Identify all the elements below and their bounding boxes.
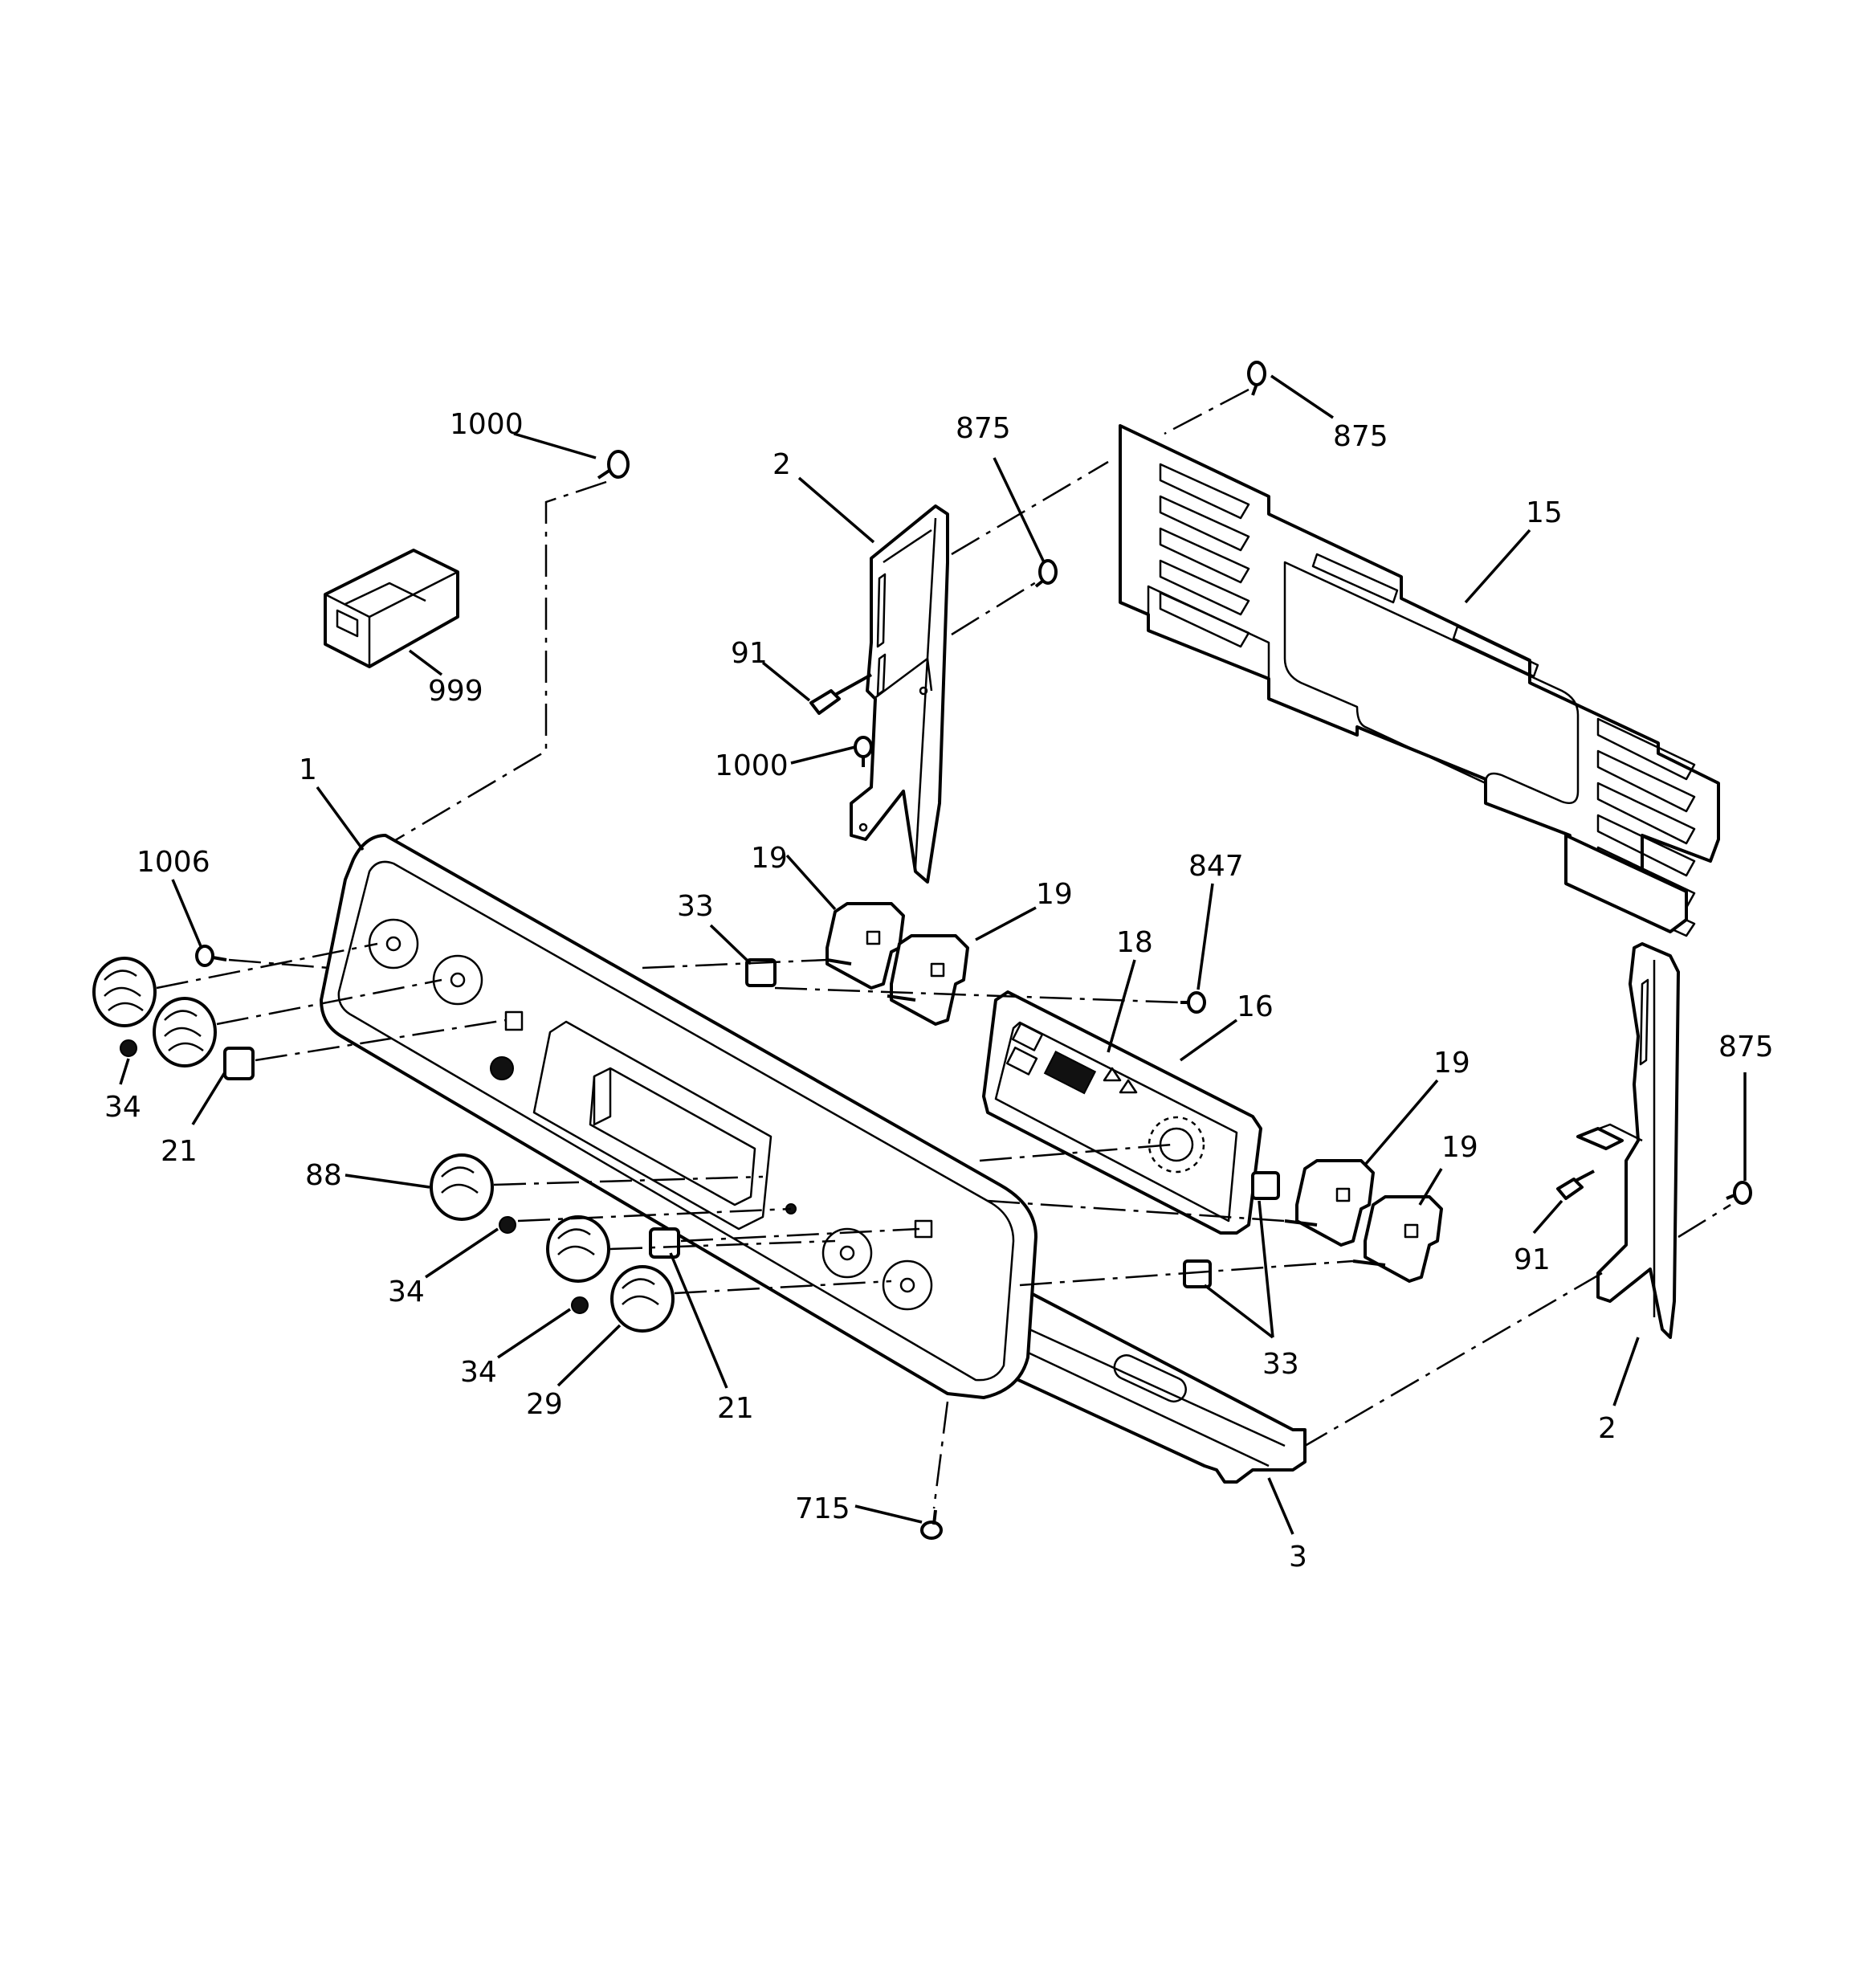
part-15-rear-panel xyxy=(1119,424,1720,937)
callout-19-c: 19 xyxy=(1433,1047,1470,1080)
screw-847 xyxy=(1180,991,1206,1014)
callout-15: 15 xyxy=(1526,496,1563,529)
part-91-clip-right xyxy=(1556,1170,1595,1200)
screw-875-top xyxy=(1247,361,1266,396)
part-16-control-board xyxy=(982,990,1262,1235)
knob-right-1 xyxy=(546,1215,610,1283)
screw-715 xyxy=(920,1509,943,1540)
part-34-spring-b xyxy=(499,1216,516,1234)
callout-847: 847 xyxy=(1188,850,1244,883)
part-19-switch-b xyxy=(887,934,969,1026)
callout-21-left: 21 xyxy=(161,1135,198,1168)
callout-34-low: 34 xyxy=(460,1356,497,1389)
dash-1006 xyxy=(228,958,330,970)
callout-875-right: 875 xyxy=(1718,1031,1774,1063)
dash-sw21r xyxy=(680,1227,920,1243)
callout-33-right: 33 xyxy=(1262,1348,1299,1381)
dash-bracket-to-panel-top xyxy=(951,460,1109,556)
dash-1000-to-panel xyxy=(365,480,607,859)
knob-left-1 xyxy=(92,957,157,1027)
callout-34-mid: 34 xyxy=(388,1276,425,1308)
dash-715 xyxy=(932,1401,949,1509)
dash-bracket-to-panel-mid xyxy=(951,581,1037,636)
callout-29: 29 xyxy=(526,1388,563,1421)
dash-knob2 xyxy=(216,978,442,1026)
callout-2-left: 2 xyxy=(773,448,791,481)
part-34-spring-a xyxy=(120,1039,137,1057)
callout-34-left: 34 xyxy=(104,1091,141,1124)
dash-board xyxy=(979,1143,1173,1162)
part-2-right-bracket xyxy=(1576,942,1680,1339)
right-control-zone xyxy=(785,1203,933,1311)
dash-875-to-panel xyxy=(1164,388,1249,435)
callout-1: 1 xyxy=(299,753,317,786)
callout-3: 3 xyxy=(1289,1541,1307,1574)
dash-bracket-to-trim xyxy=(1304,1272,1603,1447)
part-999-box xyxy=(324,549,459,668)
screw-875-mid xyxy=(1034,559,1058,588)
dash-sw19c xyxy=(987,1199,1286,1223)
callout-labels: 1000 999 2 875 875 15 91 1000 1 1006 34 … xyxy=(104,408,1774,1574)
part-1-control-panel xyxy=(320,834,1037,1399)
callout-19-a: 19 xyxy=(751,842,788,875)
part-21-switch-right xyxy=(649,1227,680,1259)
knob-left-2 xyxy=(153,997,217,1067)
callout-715: 715 xyxy=(795,1492,850,1525)
knob-29 xyxy=(610,1265,675,1333)
screw-1000-top xyxy=(597,450,630,480)
callout-91-left: 91 xyxy=(731,637,768,670)
display-window xyxy=(532,1020,773,1231)
callout-875-a: 875 xyxy=(956,412,1011,445)
part-34-spring-c xyxy=(571,1296,589,1314)
part-91-clip-left xyxy=(809,673,872,715)
part-2-left-bracket xyxy=(850,504,949,884)
knob-88 xyxy=(430,1153,494,1221)
callout-1000-top: 1000 xyxy=(450,408,524,441)
part-19-switch-c xyxy=(1284,1159,1375,1247)
part-3-trim xyxy=(994,1280,1307,1484)
dash-sw19a xyxy=(642,958,828,970)
vent-slots-left xyxy=(1159,463,1250,648)
dash-sw19b xyxy=(774,986,1181,1004)
callout-21-right: 21 xyxy=(717,1392,754,1425)
callout-1006: 1006 xyxy=(137,846,210,879)
callout-875-b: 875 xyxy=(1333,420,1388,453)
callout-2-right: 2 xyxy=(1598,1412,1616,1445)
callout-18: 18 xyxy=(1116,926,1153,959)
screw-1000-bracket xyxy=(854,736,873,767)
screw-1006 xyxy=(195,945,227,967)
callout-88: 88 xyxy=(305,1159,342,1192)
callout-1000-bracket: 1000 xyxy=(715,749,789,782)
leader-lines xyxy=(119,374,1747,1535)
part-33-clip-a xyxy=(745,958,777,987)
part-33-clip-b xyxy=(1251,1171,1280,1200)
screw-875-right xyxy=(1726,1181,1752,1205)
callout-16: 16 xyxy=(1237,990,1274,1023)
dash-knob-29 xyxy=(674,1280,892,1295)
callout-19-b: 19 xyxy=(1036,878,1073,911)
dash-knob-r1 xyxy=(609,1239,836,1251)
dash-knob1 xyxy=(156,942,378,990)
callout-999: 999 xyxy=(428,675,483,708)
callout-91-right: 91 xyxy=(1514,1243,1551,1276)
callout-33-left: 33 xyxy=(677,890,714,923)
dash-switch21 xyxy=(255,1018,507,1062)
dash-34b xyxy=(517,1207,792,1223)
left-control-zone xyxy=(368,918,524,1080)
part-21-switch-left xyxy=(223,1047,255,1080)
dash-sw19d xyxy=(1019,1259,1354,1287)
part-19-switch-d xyxy=(1352,1195,1443,1283)
callout-19-d: 19 xyxy=(1441,1131,1478,1164)
part-19-switch-a xyxy=(826,902,905,990)
dash-88 xyxy=(493,1175,764,1186)
dash-rightbracket-to-875 xyxy=(1678,1203,1731,1239)
